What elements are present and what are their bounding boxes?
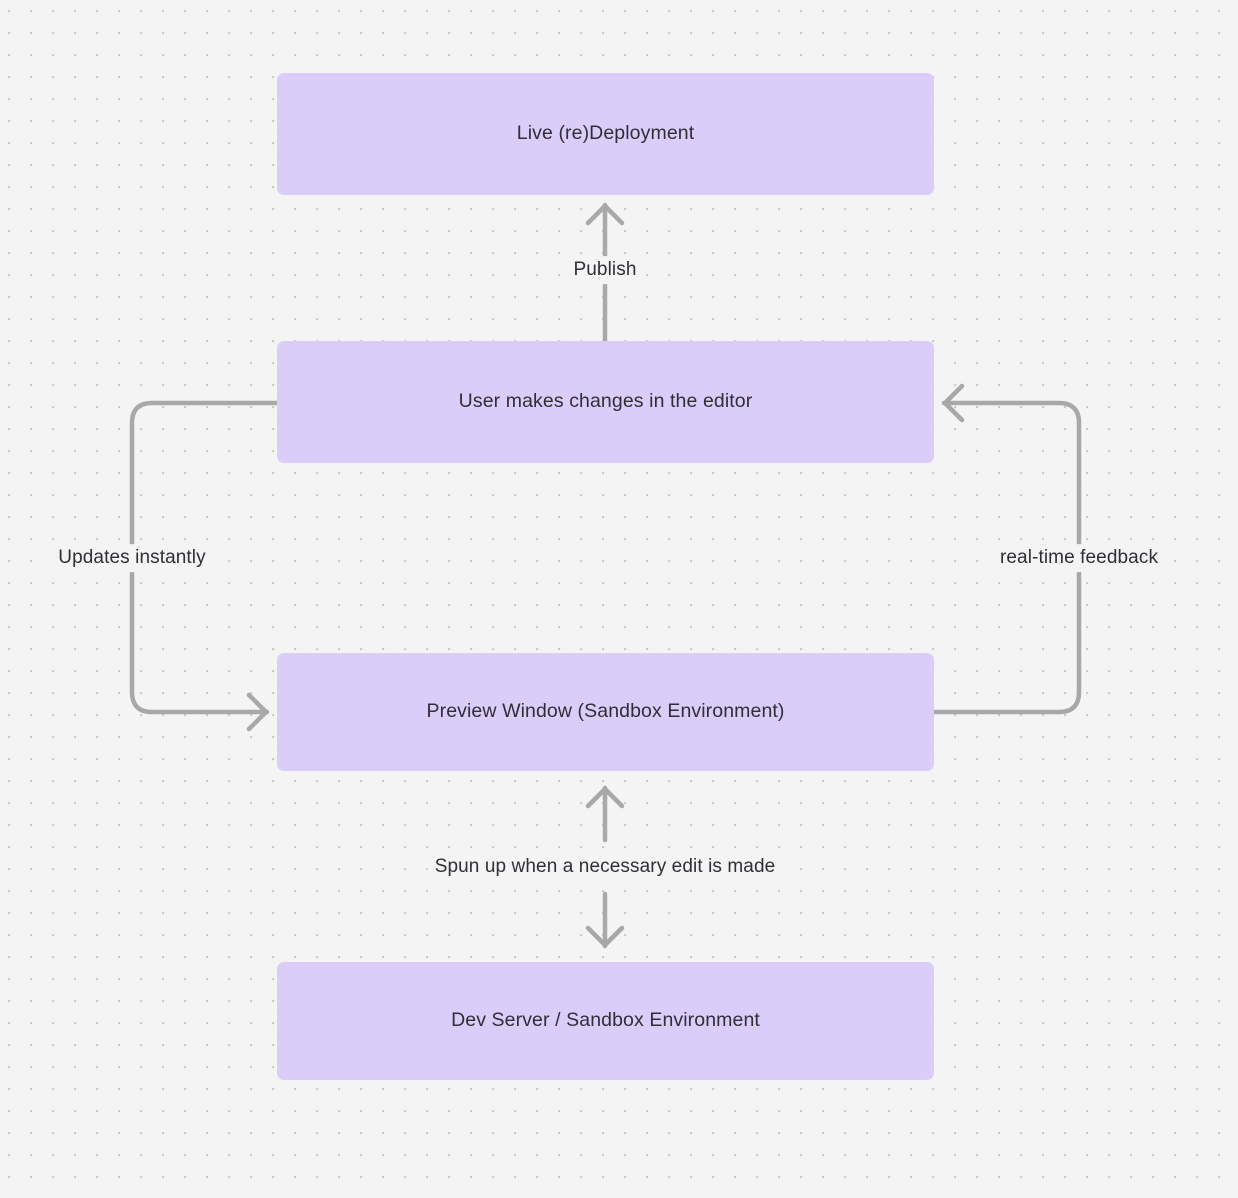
node-user-makes-changes[interactable]: User makes changes in the editor	[277, 341, 934, 463]
node-preview-window[interactable]: Preview Window (Sandbox Environment)	[277, 653, 934, 771]
node-label: Live (re)Deployment	[516, 122, 695, 145]
node-dev-server[interactable]: Dev Server / Sandbox Environment	[277, 962, 934, 1080]
edge-label-real-time-feedback: real-time feedback	[992, 544, 1166, 572]
node-live-redeployment[interactable]: Live (re)Deployment	[277, 73, 934, 195]
edge-label-updates-instantly: Updates instantly	[51, 544, 213, 572]
node-label: User makes changes in the editor	[458, 390, 753, 413]
node-label: Dev Server / Sandbox Environment	[451, 1009, 760, 1032]
edge-label-publish: Publish	[566, 256, 644, 284]
edge-label-spun-up: Spun up when a necessary edit is made	[427, 853, 783, 881]
node-label: Preview Window (Sandbox Environment)	[426, 700, 785, 723]
